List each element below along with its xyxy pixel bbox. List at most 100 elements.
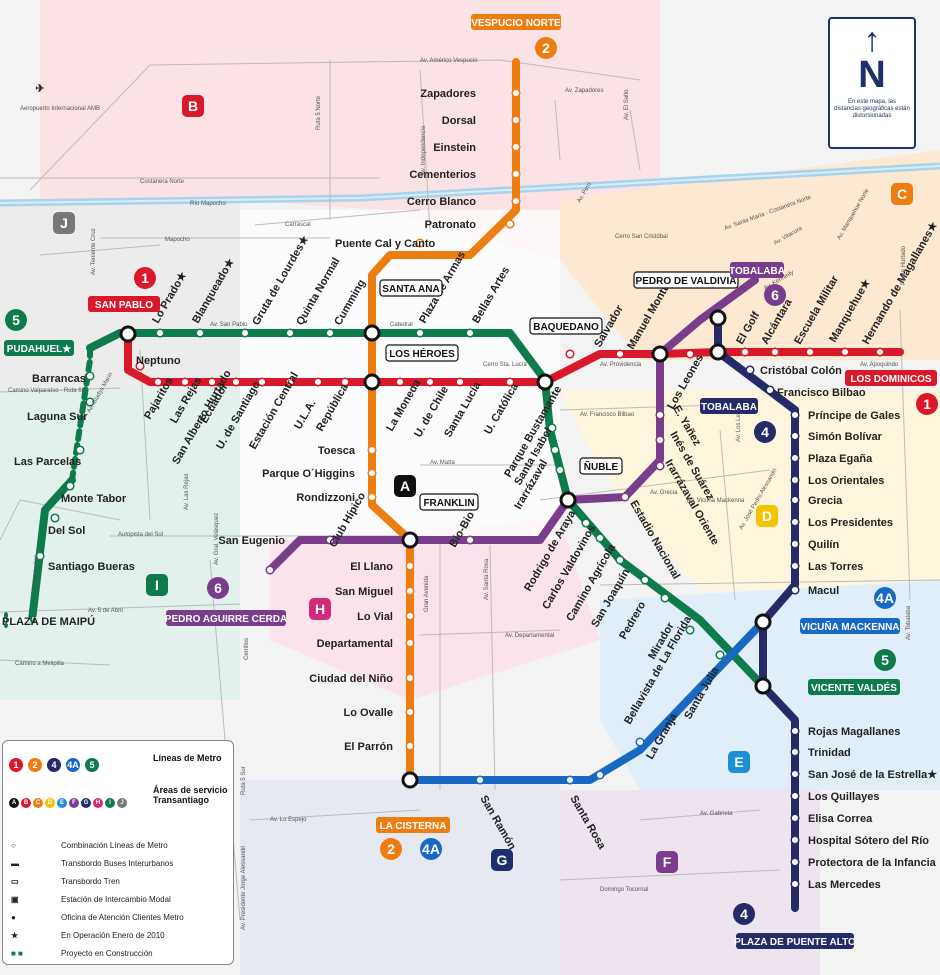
line-2-station-label: El Parrón [344, 741, 393, 753]
line-5-station-marker [85, 371, 95, 381]
line-5-station-marker [465, 328, 475, 338]
legend-line-1-icon: 1 [9, 758, 23, 772]
line-1-station-marker [425, 377, 435, 387]
street-label: Av. Los Leones [736, 401, 742, 442]
interchange-marker [709, 343, 727, 361]
line-2-station-marker [505, 219, 515, 229]
line-5-station-marker [155, 328, 165, 338]
line-2-path [368, 58, 520, 784]
line-1-station-marker [313, 377, 323, 387]
legend-line-4a-icon: 4A [66, 758, 80, 772]
line-1-station-marker [685, 349, 695, 359]
line-2-station-label: Toesca [318, 445, 356, 457]
line-4-station-marker [790, 747, 800, 757]
line-6-path [266, 276, 759, 574]
zone-a-badge [394, 475, 416, 497]
line-2-station-label: Departamental [317, 638, 393, 650]
line-4-station-marker [790, 813, 800, 823]
line-2-station-marker [405, 638, 415, 648]
zone-c-badge [891, 183, 913, 205]
street-label: Carrascal [285, 222, 311, 228]
street-label: Av. Santa Rosa [484, 558, 490, 600]
line-1-station-marker [565, 349, 575, 359]
street-label: Av. Zapadores [565, 88, 603, 94]
line-5-east-icon [874, 649, 896, 671]
line-2-station-marker [405, 741, 415, 751]
star-icon: ★ [11, 931, 19, 940]
bus-icon: ▬ [11, 859, 19, 868]
zone-j-letter: J [60, 215, 68, 231]
line-4-station-marker [790, 495, 800, 505]
line-2-station-marker [511, 196, 521, 206]
line-5-station-label: Laguna Sur [27, 411, 88, 423]
vicuna-mackenna-tag [800, 618, 900, 634]
line-4-station-marker [745, 365, 755, 375]
transfer-box-baquedano [529, 317, 603, 335]
zone-a-letter: A [400, 478, 410, 494]
san-pablo-label: SAN PABLO [95, 300, 153, 311]
tobalaba-top-tag [730, 262, 784, 278]
line-2-station-label: Lo Vial [357, 611, 393, 623]
line-1-station-marker [455, 377, 465, 387]
zone-i-badge [146, 574, 168, 596]
line-4a-east-icon [874, 587, 896, 609]
street-label: Padre Hurtado [901, 245, 907, 285]
line-5-station-label: Las Parcelas [14, 456, 81, 468]
street-label: Av. Pajaritos [34, 555, 40, 588]
line-5-station-marker [240, 328, 250, 338]
line-5-station-marker [35, 551, 45, 561]
pedro-aguirre-cerda-tag [166, 610, 286, 626]
street-label: Camino Valparaíso - Ruta 68 [8, 388, 86, 394]
construction-icon: ■ ■ [11, 949, 23, 958]
line-6-station-label: San Eugenio [218, 535, 285, 547]
line-5-station-marker [581, 518, 591, 528]
line-2-station-marker [511, 115, 521, 125]
line-2-station-label: Patronato [425, 219, 477, 231]
street-label: Cerrillos [244, 638, 250, 660]
zone-c-area [560, 150, 940, 360]
line-4-station-marker [790, 539, 800, 549]
street-label: Av. Gral. Velásquez [214, 513, 220, 565]
street-label: Av. Las Rejas [184, 474, 190, 510]
zone-i-letter: I [155, 577, 159, 593]
line-4-station-marker [790, 791, 800, 801]
legend-zone-e-icon: E [57, 798, 67, 808]
street-label: Catedral [390, 322, 413, 328]
interchange-marker [754, 677, 772, 695]
line-1-station-marker [505, 377, 515, 387]
line-2-station-label: Lo Ovalle [343, 707, 393, 719]
line-1-station-marker [207, 377, 217, 387]
legend-item: ●Oficina de Atención Clientes Metro [11, 913, 184, 922]
line-4-path [714, 314, 799, 912]
line-2-station-label: Puente Cal y Canto [335, 238, 436, 250]
line-1-station-label: Neptuno [136, 355, 181, 367]
plaza-de-maipu-spacer-label: PLAZA DE MAIPÚ [0, 614, 48, 627]
airport-label: Aeropuerto Internacional AMB [20, 106, 100, 112]
interchange-marker [363, 373, 381, 391]
line-5-station-marker [660, 593, 670, 603]
los-dominicos-label: LOS DOMINICOS [850, 374, 931, 385]
line-2-station-label: Rondizzoni [296, 492, 355, 504]
line-1-station-marker [257, 377, 267, 387]
zone-g-area [240, 780, 560, 975]
line-2-station-marker [405, 673, 415, 683]
line-2-station-label: Cementerios [409, 169, 476, 181]
line-2-station-marker [511, 88, 521, 98]
transfer-label-los-heroes: LOS HÉROES [389, 347, 455, 360]
line-2-station-marker [405, 611, 415, 621]
zone-h-letter: H [315, 601, 325, 617]
line-1-east-number: 1 [923, 396, 931, 412]
line-4-station-label: Los Quillayes [808, 791, 880, 803]
line-1-west-number: 1 [141, 270, 149, 286]
line-4-station-label: Elisa Correa [808, 813, 873, 825]
interchange-icon: ○ [11, 841, 16, 850]
vicuna-mackenna-label: VICUÑA MACKENNA [800, 620, 899, 633]
line-5-station-marker [285, 328, 295, 338]
line-4-station-marker [790, 475, 800, 485]
plaza-de-puente-alto-tag [736, 933, 854, 949]
street-label: Av. San Pablo [210, 322, 248, 328]
line-2-station-label: Einstein [433, 142, 476, 154]
